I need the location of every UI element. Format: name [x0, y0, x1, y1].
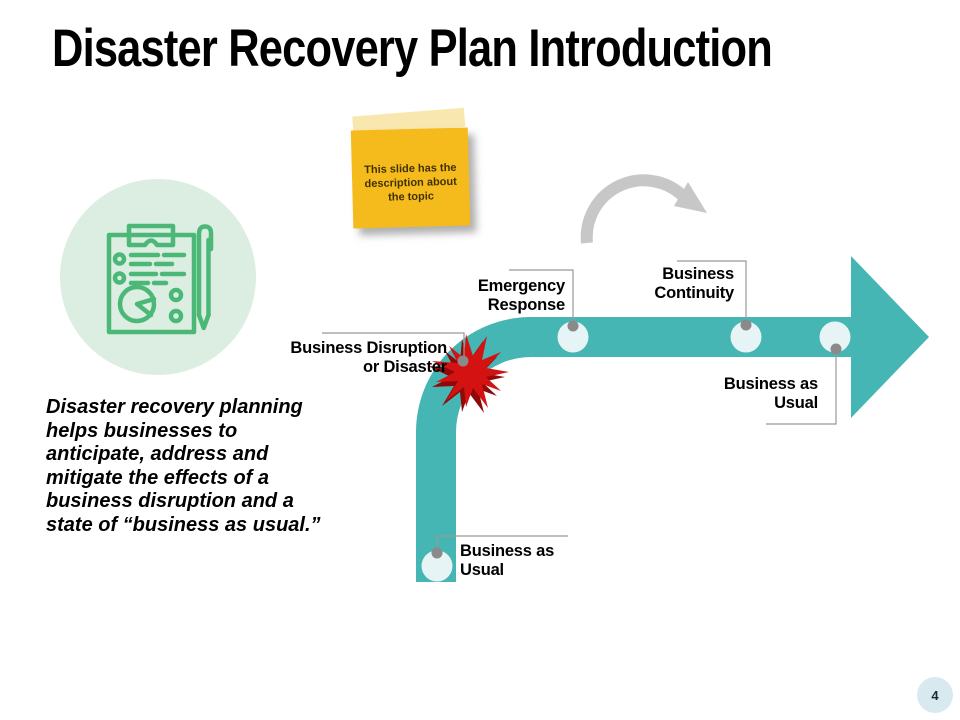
stage-label-business-as-usual-end: Business as Usual — [723, 375, 818, 412]
small-circle — [168, 287, 184, 303]
stage-marker — [557, 321, 589, 353]
text-lines — [128, 271, 187, 286]
leader-line-continuity — [677, 260, 747, 322]
stage-label-business-disruption: Business Disruption or Disaster — [290, 339, 447, 376]
connector-dot — [740, 319, 752, 331]
report-icon-circle — [60, 179, 256, 375]
pie-wedge — [134, 296, 157, 318]
clipboard-board — [106, 232, 197, 335]
leader-line-disruption — [322, 332, 465, 358]
leader-line-right-bau — [766, 351, 837, 425]
small-circle — [168, 308, 184, 324]
bullet-circle — [112, 252, 127, 266]
description-text: Disaster recovery planning helps busines… — [46, 396, 336, 537]
pen-body — [196, 224, 214, 318]
connector-dot — [431, 547, 443, 559]
stage-marker — [421, 550, 453, 582]
stage-label-emergency-response: Emergency Response — [477, 277, 565, 314]
connector-dot — [567, 320, 579, 332]
leader-line-bottom-bau — [436, 535, 568, 551]
page-title: Disaster Recovery Plan Introduction — [52, 19, 773, 78]
stage-marker — [730, 321, 762, 353]
bullet-circle — [112, 271, 127, 285]
description-line: anticipate, address and — [46, 443, 269, 465]
pen-tip — [196, 312, 211, 331]
pie-chart — [117, 284, 157, 324]
description-line: state of “business as usual.” — [46, 513, 321, 536]
stage-label-business-as-usual-start: Business as Usual — [460, 542, 555, 579]
clipboard-clip — [126, 223, 176, 248]
page-number-badge: 4 — [917, 677, 953, 713]
page-number: 4 — [931, 687, 939, 703]
curved-recovery-arrow-icon — [580, 174, 689, 244]
clipboard-report-icon — [106, 223, 214, 335]
stage-marker — [819, 321, 851, 353]
description-line: mitigate the effects of a — [46, 466, 270, 489]
stage-label-business-continuity: Business Continuity — [654, 265, 734, 302]
text-lines — [128, 252, 187, 267]
timeline-arrow-band — [416, 256, 929, 582]
description-line: business disruption and a — [46, 490, 294, 512]
connector-dot — [457, 355, 469, 367]
description-line: Disaster recovery planning — [46, 396, 303, 418]
red-starburst-explosion-icon — [432, 334, 509, 408]
connector-dot — [830, 343, 842, 355]
description-line: helps businesses to — [46, 419, 238, 442]
curved-arrow-head — [674, 182, 707, 213]
leader-line-emergency — [509, 269, 574, 323]
